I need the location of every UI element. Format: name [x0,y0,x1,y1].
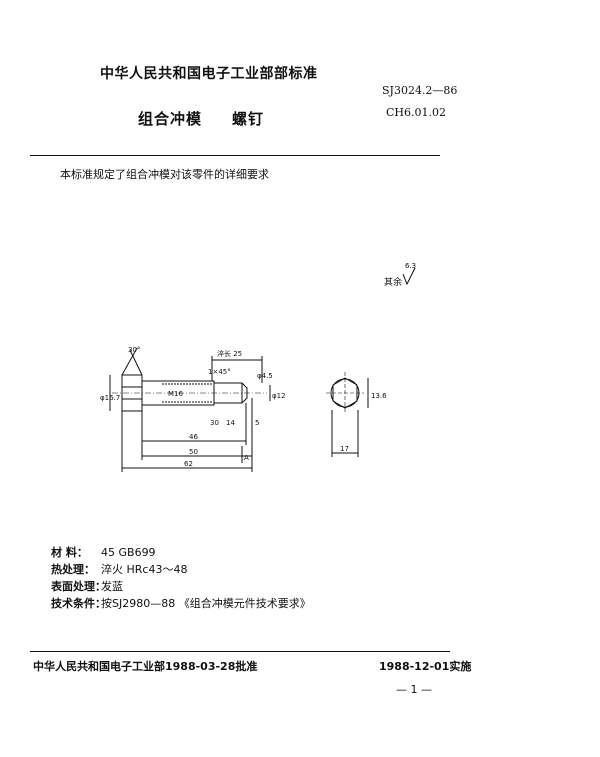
title-part-1: 组合冲模 [138,110,203,128]
dim-thread: M16 [168,390,183,398]
effective-date: 1988-12-01实施 [379,660,472,673]
organization-header: 中华人民共和国电子工业部部标准 [100,66,318,82]
roughness-symbol: 其余 6.3 [384,262,424,292]
dim-5: 5 [255,419,259,427]
drawing-canvas: 30° 淬长 25 1×45° φ4.5 φ16.7 M16 φ12 30 14… [100,346,387,472]
document-title: 组合冲模 螺钉 [138,108,264,129]
dim-30: 30 [210,419,219,427]
spec-value: 45 GB699 [101,546,156,559]
dim-62: 62 [184,460,193,468]
spec-row-material: 材 料： 45 GB699 [51,544,311,561]
spec-row-heat-treatment: 热处理： 淬火 HRc43～48 [51,561,311,578]
spec-value: 发蓝 [101,580,123,593]
dim-angle: 30° [128,346,140,354]
section-a-label: A [244,454,249,462]
standard-number: SJ3024.2—86 [382,84,458,97]
dim-13-6: 13.6 [371,392,387,400]
page-number: — 1 — [396,683,432,696]
intro-text: 本标准规定了组合冲模对该零件的详细要求 [60,168,269,181]
spec-label: 材 料： [51,546,88,559]
spec-label: 技术条件： [51,597,106,610]
dim-chamfer: 1×45° [208,368,231,376]
header-divider [30,155,440,156]
dim-14: 14 [226,419,235,427]
dim-50: 50 [189,448,198,456]
spec-row-surface: 表面处理：发蓝 [51,578,311,595]
spec-row-technical: 技术条件：按SJ2980—88 《组合冲模元件技术要求》 [51,595,311,612]
dim-46: 46 [189,433,198,441]
spec-label: 热处理： [51,563,95,576]
roughness-prefix: 其余 [384,278,403,288]
screw-drawing: 30° 淬长 25 1×45° φ4.5 φ16.7 M16 φ12 30 14… [92,338,392,488]
approval-note: 中华人民共和国电子工业部1988-03-28批准 [33,660,258,673]
roughness-check-icon [402,267,416,286]
dim-head-dia: φ16.7 [100,394,120,402]
roughness-value: 6.3 [405,262,417,270]
dim-phi45: φ4.5 [257,372,273,380]
dim-thread-length: 淬长 25 [217,349,242,358]
spec-value: 按SJ2980—88 《组合冲模元件技术要求》 [101,597,311,610]
footer-divider [30,651,450,652]
dim-d2: φ12 [272,392,286,400]
dim-17: 17 [340,445,349,453]
spec-label: 表面处理： [51,580,106,593]
spec-value: 淬火 HRc43～48 [101,563,188,576]
title-part-2: 螺钉 [232,110,265,128]
spec-list: 材 料： 45 GB699 热处理： 淬火 HRc43～48 表面处理：发蓝 技术条… [51,544,311,612]
classification-code: CH6.01.02 [386,106,446,119]
